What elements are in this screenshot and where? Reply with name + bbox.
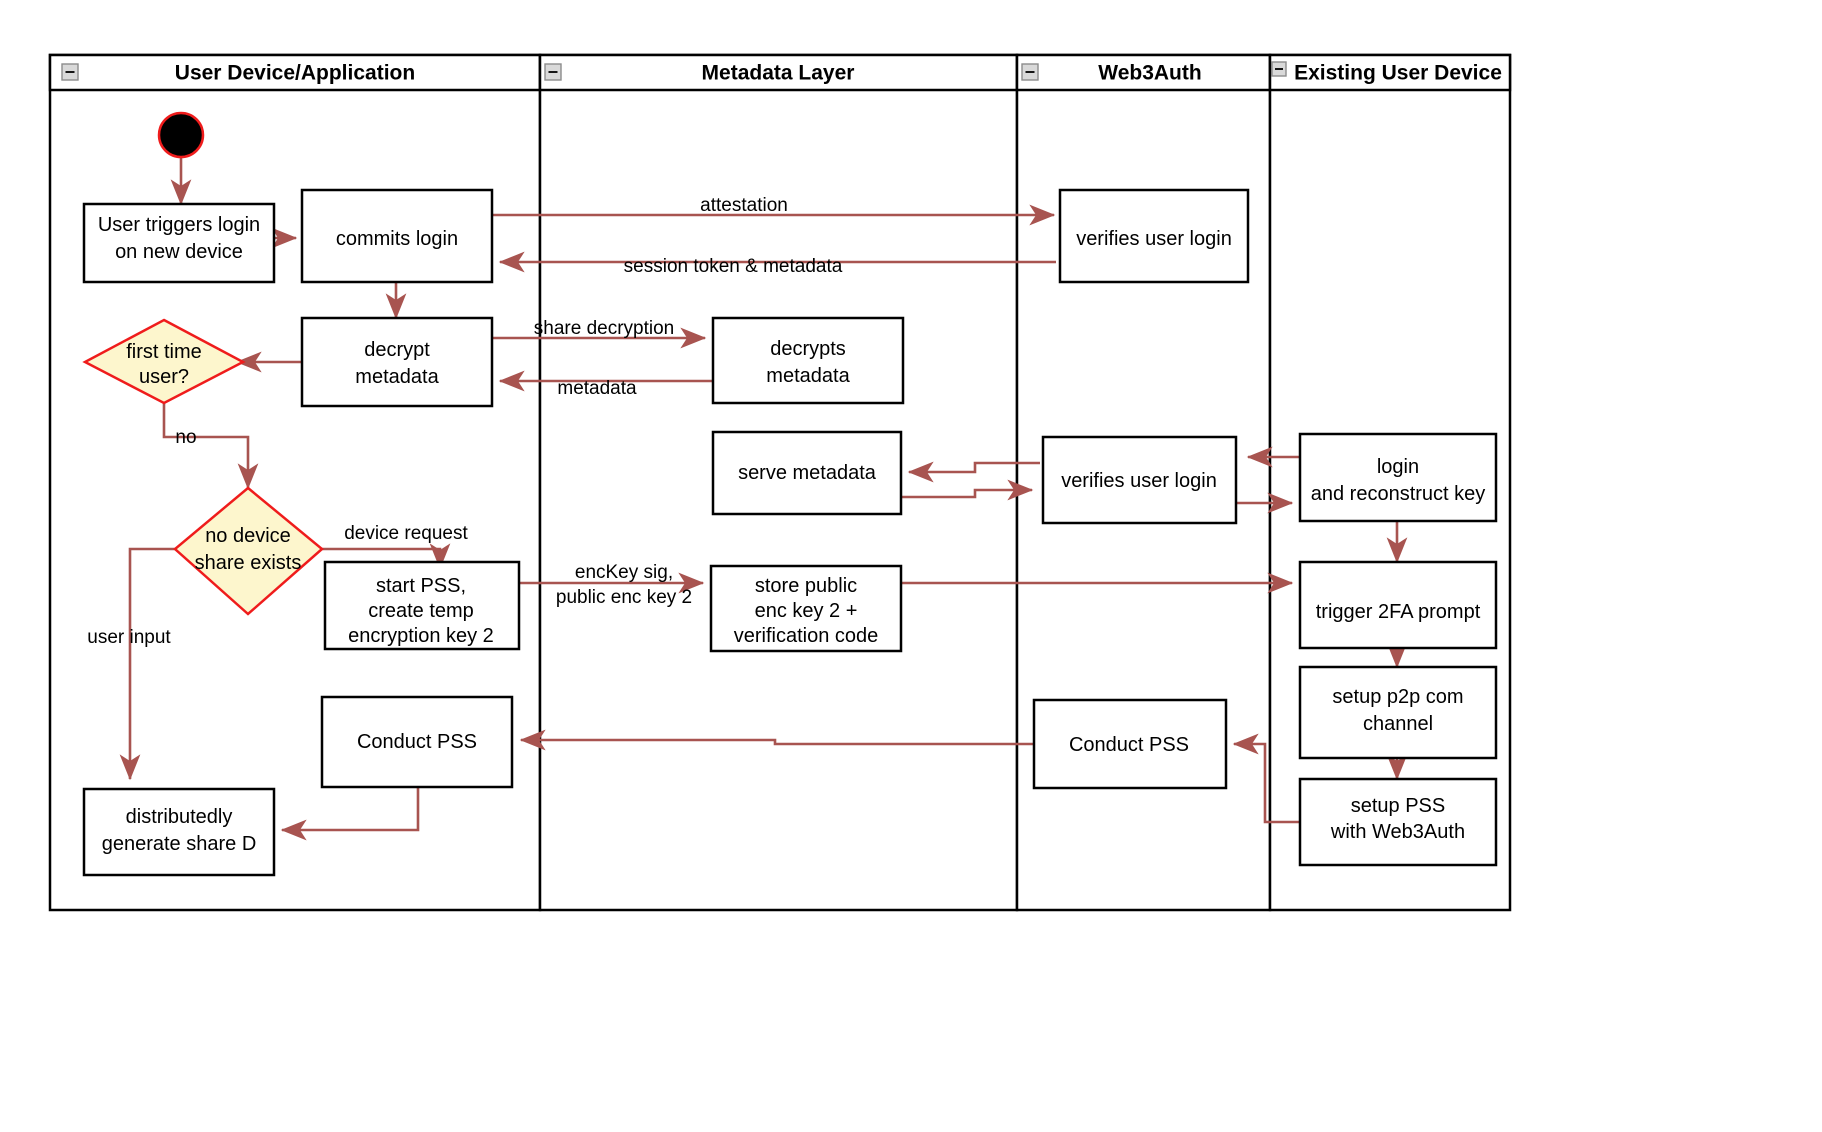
node-label-setup-pss-web3auth-line2: with Web3Auth	[1330, 821, 1465, 843]
node-label-setup-pss-web3auth-line1: setup PSS	[1351, 795, 1446, 817]
edge-no-branch	[162, 403, 259, 490]
node-label-decrypts-metadata-line1: decrypts	[770, 338, 846, 360]
lane-header-user-device	[48, 53, 542, 92]
edge-label-enc-key-1: encKey sig,	[575, 562, 673, 583]
node-label-login-reconstruct-line1: login	[1377, 456, 1419, 478]
node-label-conduct-pss-web3auth: Conduct PSS	[1069, 734, 1189, 756]
node-label-first-time-user-line2: user?	[139, 366, 189, 388]
lane-title-user-device: User Device/Application	[175, 62, 415, 85]
node-no-device-share-exists-decision[interactable]: no device share exists	[173, 486, 324, 616]
node-label-user-triggers-login-line1: User triggers login	[98, 214, 260, 236]
node-decrypt-metadata[interactable]: decrypt metadata	[300, 316, 494, 408]
lane-title-web3auth: Web3Auth	[1098, 62, 1201, 85]
node-label-store-public-line3: verification code	[734, 625, 879, 647]
lane-header-existing-user-device	[1268, 53, 1512, 92]
edge-conduct-pss-to-distributedly-generate	[280, 787, 420, 841]
edge-label-enc-key-2: public enc key 2	[556, 587, 692, 608]
node-label-conduct-pss-user: Conduct PSS	[357, 731, 477, 753]
edge-label-share-decryption: share decryption	[534, 318, 674, 339]
node-label-first-time-user-line1: first time	[126, 341, 202, 363]
node-label-trigger-2fa: trigger 2FA prompt	[1316, 601, 1481, 623]
edge-verifies-to-serve-metadata	[907, 461, 1040, 483]
node-label-serve-metadata: serve metadata	[738, 462, 877, 484]
collapse-icon-user-device[interactable]	[61, 63, 79, 81]
node-label-commits-login: commits login	[336, 228, 458, 250]
collapse-icon-metadata-layer[interactable]	[544, 63, 562, 81]
node-label-start-pss-line3: encryption key 2	[348, 625, 494, 647]
node-label-start-pss-line1: start PSS,	[376, 575, 466, 597]
edge-label-metadata: metadata	[557, 378, 637, 399]
edge-label-user-input: user input	[87, 627, 171, 648]
node-store-public-enc-key[interactable]: store public enc key 2 + verification co…	[709, 564, 903, 653]
node-label-verifies-user-login-1: verifies user login	[1076, 228, 1232, 250]
node-label-setup-p2p-line1: setup p2p com	[1332, 686, 1463, 708]
node-label-store-public-line2: enc key 2 +	[755, 600, 858, 622]
node-label-distributedly-line1: distributedly	[126, 806, 233, 828]
node-start-pss-create-temp-key[interactable]: start PSS, create temp encryption key 2	[323, 560, 521, 651]
edge-label-device-request: device request	[344, 523, 468, 544]
lane-title-metadata-layer: Metadata Layer	[702, 62, 855, 85]
edge-label-attestation: attestation	[700, 195, 788, 216]
node-commits-login[interactable]: commits login	[300, 188, 494, 284]
node-serve-metadata[interactable]: serve metadata	[711, 430, 903, 516]
node-login-and-reconstruct-key[interactable]: login and reconstruct key	[1298, 432, 1498, 523]
node-label-decrypts-metadata-line2: metadata	[766, 365, 850, 387]
node-label-setup-p2p-line2: channel	[1363, 713, 1433, 735]
node-label-start-pss-line2: create temp	[368, 600, 474, 622]
node-setup-p2p-com-channel[interactable]: setup p2p com channel	[1298, 665, 1498, 760]
edge-label-session-token: session token & metadata	[624, 256, 843, 277]
node-decrypts-metadata[interactable]: decrypts metadata	[711, 316, 905, 405]
node-first-time-user-decision[interactable]: first time user?	[82, 318, 246, 405]
node-verifies-user-login-2[interactable]: verifies user login	[1041, 435, 1238, 525]
lane-header-metadata-layer	[538, 53, 1019, 92]
node-user-triggers-login[interactable]: User triggers login on new device	[82, 202, 276, 284]
node-verifies-user-login-1[interactable]: verifies user login	[1058, 188, 1250, 284]
node-label-decrypt-metadata-line2: metadata	[355, 366, 439, 388]
node-conduct-pss-user-device[interactable]: Conduct PSS	[320, 695, 514, 789]
edge-setup-pss-to-conduct-pss-web3auth	[1232, 733, 1300, 824]
start-node[interactable]	[157, 111, 205, 159]
node-label-no-device-share-line2: share exists	[195, 552, 302, 574]
edge-label-no: no	[175, 427, 196, 448]
node-label-no-device-share-line1: no device	[205, 525, 291, 547]
collapse-icon-web3auth[interactable]	[1021, 63, 1039, 81]
node-distributedly-generate-share-d[interactable]: distributedly generate share D	[82, 787, 276, 877]
node-conduct-pss-web3auth[interactable]: Conduct PSS	[1032, 698, 1228, 790]
node-setup-pss-with-web3auth[interactable]: setup PSS with Web3Auth	[1298, 777, 1498, 867]
node-label-decrypt-metadata-line1: decrypt	[364, 339, 430, 361]
lane-title-existing-user-device: Existing User Device	[1294, 62, 1502, 85]
node-label-distributedly-line2: generate share D	[102, 833, 257, 855]
node-label-login-reconstruct-line2: and reconstruct key	[1311, 483, 1486, 505]
node-trigger-2fa-prompt[interactable]: trigger 2FA prompt	[1298, 560, 1498, 650]
node-label-verifies-user-login-2: verifies user login	[1061, 470, 1217, 492]
edge-serve-metadata-to-verifies	[901, 479, 1034, 501]
edge-user-input	[119, 547, 175, 781]
node-label-user-triggers-login-line2: on new device	[115, 241, 243, 263]
edge-conduct-pss-web3auth-to-user	[519, 729, 1034, 751]
collapse-icon-existing-user-device[interactable]	[1271, 61, 1287, 77]
node-label-store-public-line1: store public	[755, 575, 857, 597]
